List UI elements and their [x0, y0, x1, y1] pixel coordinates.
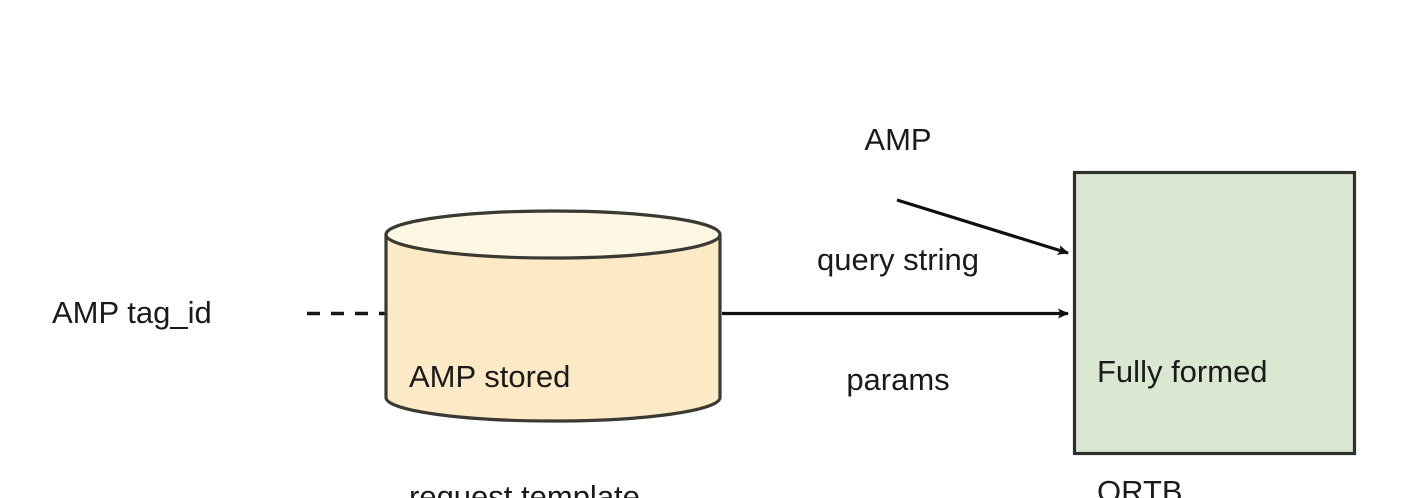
output-text-line-1: Fully formed [1097, 354, 1268, 389]
output-text-line-2: ORTB [1097, 474, 1183, 498]
annotation-line-1: AMP [864, 122, 932, 157]
connector-annotation-arrow [896, 198, 1069, 255]
label-annotation-query-params: AMP query string params [798, 40, 998, 480]
annotation-line-2: query string [817, 242, 979, 277]
label-output-ortb-text: Fully formed ORTB [1097, 272, 1268, 498]
label-amp-tag-id: AMP tag_id [52, 295, 212, 330]
cylinder-datastore [384, 209, 722, 423]
label-datastore-text: AMP stored request template [409, 277, 640, 498]
annotation-line-3: params [846, 362, 950, 397]
rect-output-ortb [1072, 170, 1357, 456]
datastore-text-line-2: request template [409, 479, 640, 498]
datastore-text-line-1: AMP stored [409, 359, 571, 394]
